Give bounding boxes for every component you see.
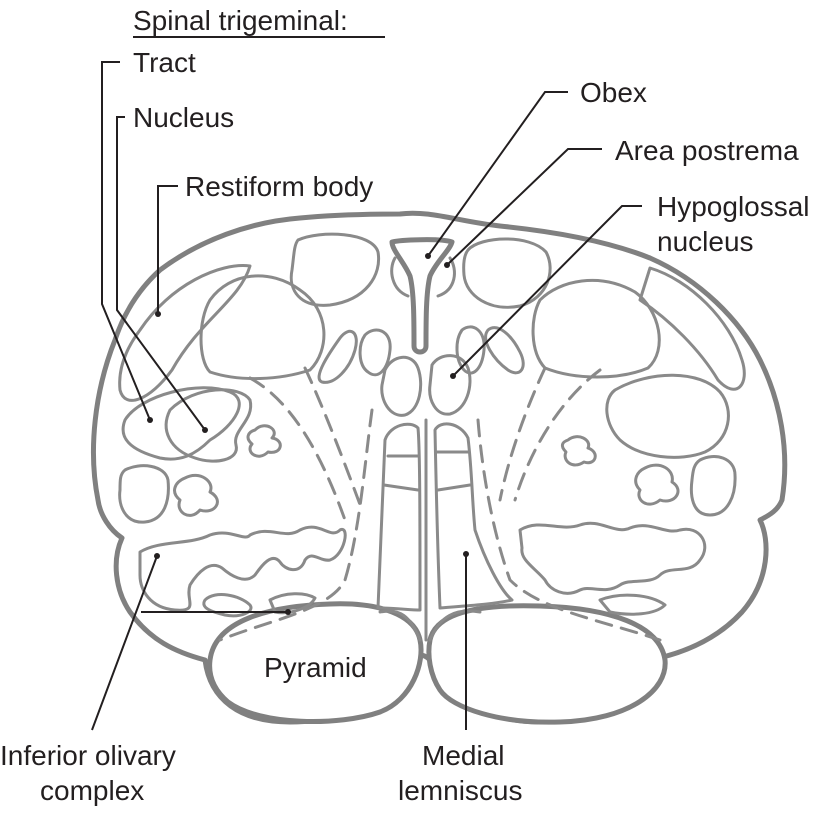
label-area-postrema: Area postrema bbox=[615, 135, 799, 166]
raphe-base bbox=[378, 609, 482, 642]
label-hypoglossal-1: Hypoglossal bbox=[657, 191, 810, 222]
accessory-olive-left bbox=[202, 593, 253, 618]
restiform-left bbox=[118, 264, 252, 402]
pointer-area-postrema bbox=[444, 262, 450, 268]
trigeminal-nucleus-left bbox=[164, 388, 253, 463]
inferior-olive-left bbox=[138, 525, 347, 612]
label-medial-lemniscus-1: Medial bbox=[422, 740, 504, 771]
restiform-right bbox=[638, 266, 746, 391]
pyramid-left bbox=[207, 601, 424, 724]
accessory-olive-right bbox=[598, 593, 667, 616]
hypoglossal-nucleus-right bbox=[428, 354, 472, 416]
trigeminal-right bbox=[605, 373, 730, 459]
paramedian-right-2 bbox=[455, 325, 486, 375]
dashed-tract-left-2 bbox=[303, 366, 364, 512]
inferior-olive-right bbox=[518, 521, 707, 595]
paramedian-right-1 bbox=[484, 326, 525, 375]
gracile-right bbox=[462, 237, 552, 309]
label-obex: Obex bbox=[580, 77, 647, 108]
leader-obex bbox=[427, 91, 568, 257]
gracile-left bbox=[289, 232, 381, 307]
leader-restiform bbox=[157, 185, 178, 314]
blob-right-1 bbox=[560, 435, 597, 467]
pointer-tract bbox=[147, 417, 153, 423]
pointer-medial-lemniscus bbox=[463, 551, 469, 557]
ml-divider-right-2 bbox=[436, 483, 472, 492]
hypoglossal-nucleus-left bbox=[380, 355, 423, 417]
pointer-accessory-olive bbox=[285, 609, 291, 615]
medial-lemniscus-right bbox=[433, 422, 514, 610]
cuneate-left bbox=[199, 274, 326, 381]
dashed-tract-left-3 bbox=[218, 408, 374, 642]
blob-right-2 bbox=[634, 463, 680, 506]
blob-left-1 bbox=[246, 424, 282, 458]
leader-nucleus bbox=[116, 116, 206, 431]
label-medial-lemniscus-2: lemniscus bbox=[398, 775, 522, 806]
obex-structure bbox=[389, 237, 455, 355]
medial-lemniscus-left bbox=[376, 422, 422, 612]
blob-left-3 bbox=[118, 464, 170, 524]
trigeminal-tract-left bbox=[121, 386, 241, 461]
blob-right-3 bbox=[689, 455, 737, 517]
label-restiform-body: Restiform body bbox=[185, 171, 373, 202]
blob-left-2 bbox=[173, 473, 219, 517]
leader-tract bbox=[101, 61, 151, 421]
label-tract: Tract bbox=[133, 47, 196, 78]
label-inferior-olivary-2: complex bbox=[40, 775, 144, 806]
pointer-inferior-olive bbox=[154, 553, 160, 559]
heading-spinal-trigeminal: Spinal trigeminal: bbox=[133, 5, 348, 36]
leader-area-postrema bbox=[446, 148, 602, 266]
pointer-nucleus bbox=[202, 427, 208, 433]
label-pyramid: Pyramid bbox=[264, 652, 367, 683]
paramedian-left-2 bbox=[358, 328, 392, 377]
pointer-restiform bbox=[155, 311, 161, 317]
label-hypoglossal-2: nucleus bbox=[657, 226, 754, 257]
dashed-tract-right-3 bbox=[476, 418, 662, 642]
pyramid-right bbox=[426, 603, 668, 725]
leader-inferior-olive bbox=[91, 555, 288, 731]
paramedian-left-1 bbox=[317, 329, 358, 384]
cuneate-right bbox=[531, 279, 661, 379]
dashed-tract-right-1 bbox=[513, 368, 602, 502]
leader-hypoglossal bbox=[452, 205, 642, 377]
dashed-tract-right-2 bbox=[498, 366, 547, 502]
label-nucleus: Nucleus bbox=[133, 102, 234, 133]
pointer-obex bbox=[425, 253, 431, 259]
label-inferior-olivary-1: Inferior olivary bbox=[0, 740, 176, 771]
dashed-tract-left-1 bbox=[248, 376, 347, 522]
ml-divider-left-2 bbox=[382, 483, 420, 492]
pointer-hypoglossal bbox=[450, 373, 456, 379]
area-postrema-left bbox=[390, 256, 410, 298]
